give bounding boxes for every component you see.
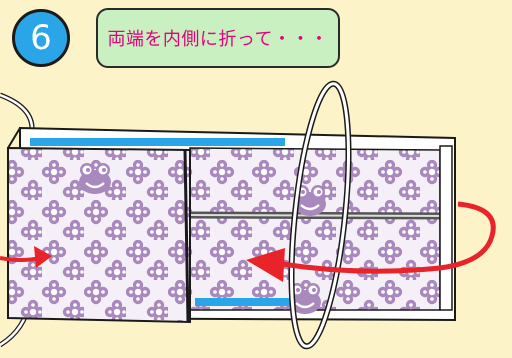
instruction-text: 両端を内側に折って・・・ (107, 29, 329, 50)
right-ear-loop (288, 80, 352, 350)
folded-left-flap (7, 127, 191, 324)
step-number-badge: 6 (12, 9, 70, 67)
nose-band (30, 138, 285, 146)
instruction-box: 両端を内側に折って・・・ (96, 8, 340, 68)
step-number: 6 (30, 18, 52, 58)
fold-arrow-right (246, 201, 496, 282)
fold-arrow-left (0, 246, 52, 268)
